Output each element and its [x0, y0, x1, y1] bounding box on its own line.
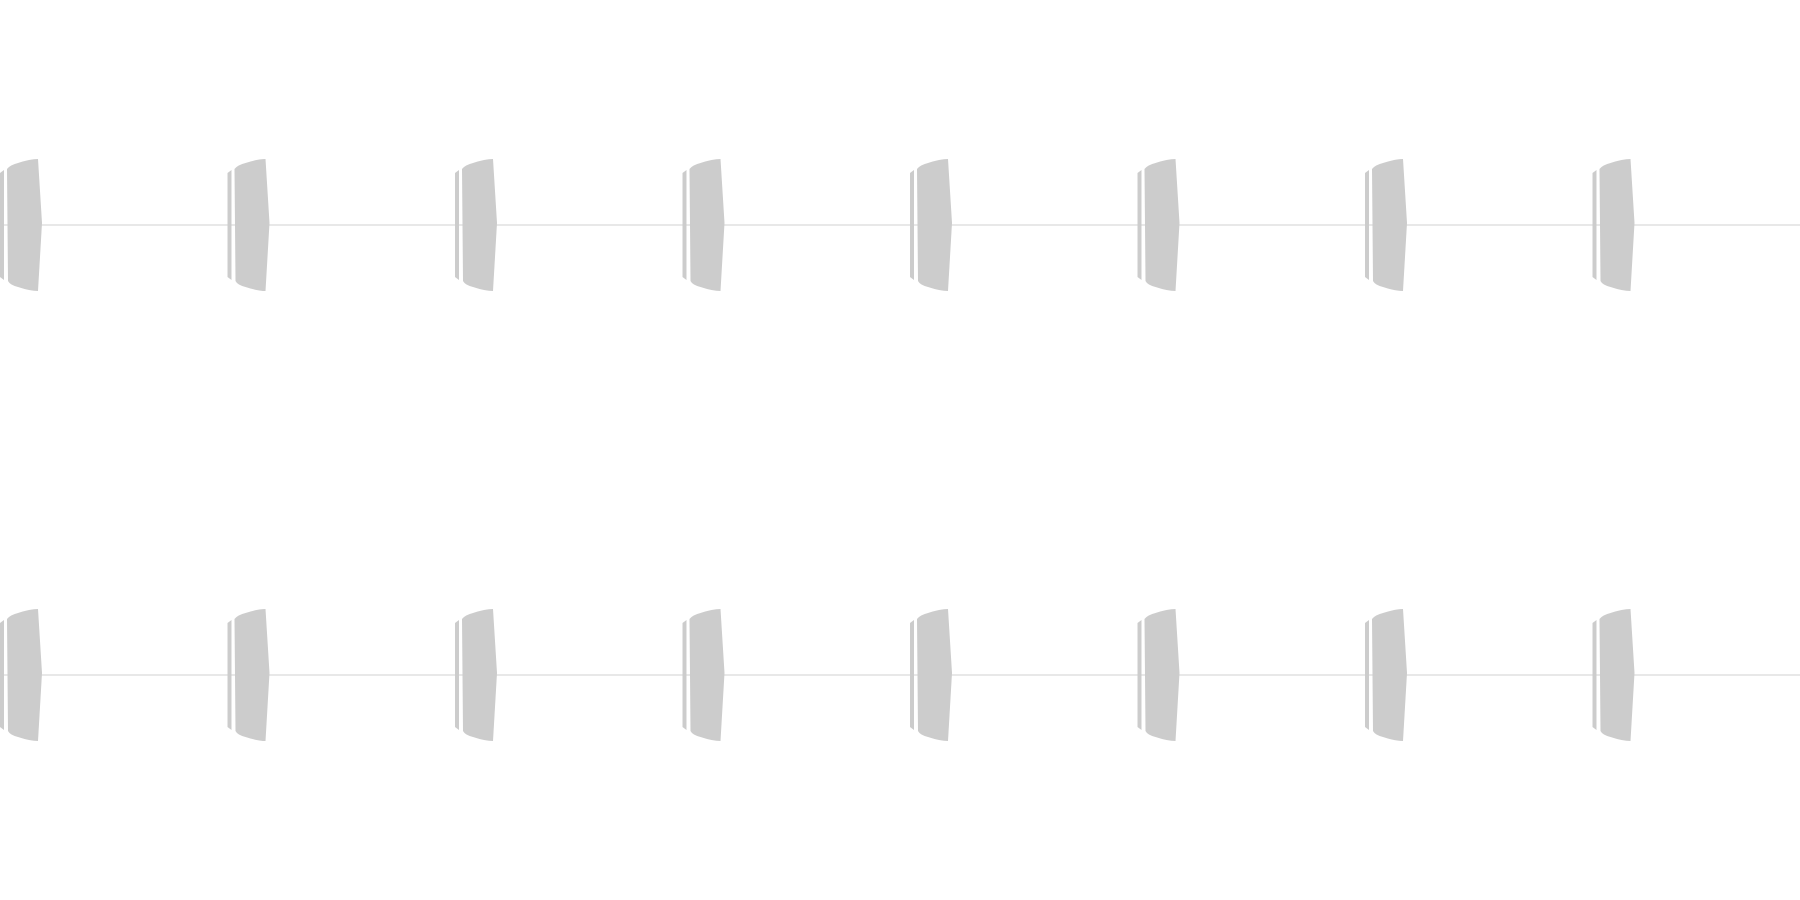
- channel-left-pulse-2: [227, 159, 270, 291]
- channel-left-pulse-6: [1137, 159, 1180, 291]
- channel-left-pulse-7: [1365, 159, 1407, 291]
- channel-right-pulse-1: [0, 609, 42, 741]
- channel-left-pulse-1: [0, 159, 42, 291]
- channel-right-pulse-6: [1137, 609, 1180, 741]
- channel-right-pulse-3: [455, 609, 497, 741]
- channel-right-pulse-4: [682, 609, 725, 741]
- channel-left-pulse-4: [682, 159, 725, 291]
- channel-right[interactable]: [0, 609, 1800, 741]
- channel-left[interactable]: [0, 159, 1800, 291]
- channel-left-pulse-3: [455, 159, 497, 291]
- channel-right-pulse-2: [227, 609, 270, 741]
- channel-right-pulse-8: [1592, 609, 1635, 741]
- channel-right-pulse-7: [1365, 609, 1407, 741]
- channel-left-pulse-5: [910, 159, 952, 291]
- channel-left-pulse-8: [1592, 159, 1635, 291]
- channel-right-pulse-5: [910, 609, 952, 741]
